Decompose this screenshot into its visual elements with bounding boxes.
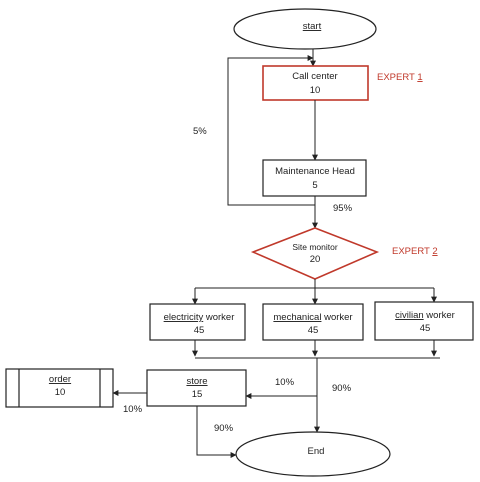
store-to-order-pct: 10%: [123, 404, 143, 415]
call-center-node: Call center 10: [262, 65, 369, 101]
end-label: End: [308, 446, 325, 457]
expert2-label: EXPERT 2: [392, 246, 438, 257]
start-label: start: [303, 21, 322, 32]
civilian-worker-label: civilian worker: [395, 310, 455, 321]
to-site-monitor-pct: 95%: [333, 203, 353, 214]
store-to-end-pct: 90%: [214, 423, 234, 434]
expert1-label: EXPERT 1: [377, 72, 423, 83]
store-value: 15: [192, 389, 203, 400]
mechanical-worker-node: mechanical worker 45: [262, 303, 364, 341]
maintenance-head-node: Maintenance Head 5: [262, 159, 367, 197]
electricity-worker-node: electricity worker 45: [149, 303, 246, 341]
civilian-worker-value: 45: [420, 323, 431, 334]
call-center-value: 10: [310, 85, 321, 96]
to-store-pct: 10%: [275, 377, 295, 388]
civilian-worker-node: civilian worker 45: [374, 301, 474, 341]
call-center-label: Call center: [292, 71, 337, 82]
order-label: order: [49, 374, 71, 385]
loop-back-pct: 5%: [193, 126, 207, 137]
mechanical-worker-label: mechanical worker: [273, 312, 352, 323]
electricity-worker-value: 45: [194, 325, 205, 336]
edge-store-end: [196, 406, 237, 458]
site-monitor-value: 20: [310, 254, 321, 265]
mechanical-worker-value: 45: [308, 325, 319, 336]
start-node: start: [233, 8, 377, 50]
maintenance-head-label: Maintenance Head: [275, 166, 355, 177]
store-node: store 15: [146, 369, 247, 407]
site-monitor-label: Site monitor: [292, 242, 338, 252]
order-value: 10: [55, 387, 66, 398]
to-end-main-pct: 90%: [332, 383, 352, 394]
edge-loop-back: [227, 55, 315, 206]
order-node: order 10: [5, 368, 114, 408]
electricity-worker-label: electricity worker: [164, 312, 235, 323]
site-monitor-node: Site monitor 20: [250, 227, 380, 280]
maintenance-head-value: 5: [312, 180, 317, 191]
store-label: store: [186, 376, 207, 387]
end-node: End: [235, 431, 391, 477]
